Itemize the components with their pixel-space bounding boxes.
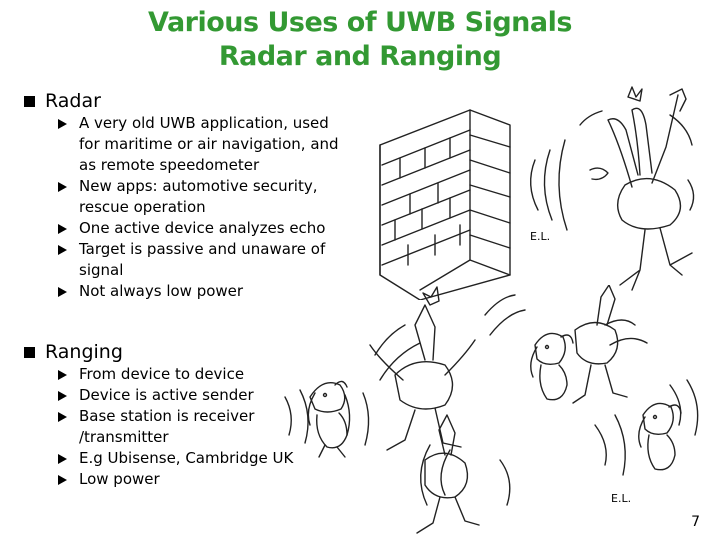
arrow-bullet-icon: [58, 245, 67, 255]
square-bullet-icon: [24, 346, 35, 358]
sound-waves-icon: [284, 294, 699, 506]
bird-icon: [572, 285, 628, 404]
section-radar-label: Radar: [45, 90, 101, 112]
section-ranging-label: Ranging: [45, 341, 123, 363]
dog-icon: [307, 380, 348, 458]
list-item: Low power: [56, 469, 293, 490]
section-ranging: Ranging: [24, 341, 123, 363]
list-item: One active device analyzes echo: [56, 218, 339, 239]
arrow-bullet-icon: [58, 370, 67, 380]
arrow-bullet-icon: [58, 287, 67, 297]
list-item: From device to device: [56, 364, 293, 385]
list-item: A very old UWB application, used for mar…: [56, 113, 339, 176]
list-item: Base station is receiver /transmitter: [56, 406, 293, 448]
square-bullet-icon: [24, 95, 35, 107]
list-item: Not always low power: [56, 281, 339, 302]
radar-bullet-list: A very old UWB application, used for mar…: [56, 113, 339, 302]
ranging-bullet-list: From device to device Device is active s…: [56, 364, 293, 490]
title-line-1: Various Uses of UWB Signals: [148, 7, 572, 38]
radar-signature: E.L.: [530, 230, 551, 243]
arrow-bullet-icon: [58, 182, 67, 192]
list-item: Device is active sender: [56, 385, 293, 406]
brick-wall-icon: [379, 109, 511, 300]
ranging-cartoon-illustration: [284, 285, 699, 534]
arrow-bullet-icon: [58, 391, 67, 401]
dog-icon: [638, 402, 682, 471]
ranging-signature: E.L.: [611, 492, 632, 505]
page-number: 7: [691, 514, 700, 530]
dog-icon: [530, 332, 574, 401]
bird-icon: [369, 286, 476, 451]
arrow-bullet-icon: [58, 224, 67, 234]
arrow-bullet-icon: [58, 412, 67, 422]
arrow-bullet-icon: [58, 119, 67, 129]
slide-title: Various Uses of UWB Signals Radar and Ra…: [0, 6, 720, 74]
list-item: New apps: automotive security, rescue op…: [56, 176, 339, 218]
radar-cartoon-illustration: [379, 86, 695, 300]
arrow-bullet-icon: [58, 454, 67, 464]
section-radar: Radar: [24, 90, 101, 112]
list-item: E.g Ubisense, Cambridge UK: [56, 448, 293, 469]
arrow-bullet-icon: [58, 475, 67, 485]
bird-icon: [416, 414, 480, 534]
bird-icon: [589, 86, 693, 291]
list-item: Target is passive and unaware of signal: [56, 239, 339, 281]
title-line-2: Radar and Ranging: [218, 41, 502, 72]
